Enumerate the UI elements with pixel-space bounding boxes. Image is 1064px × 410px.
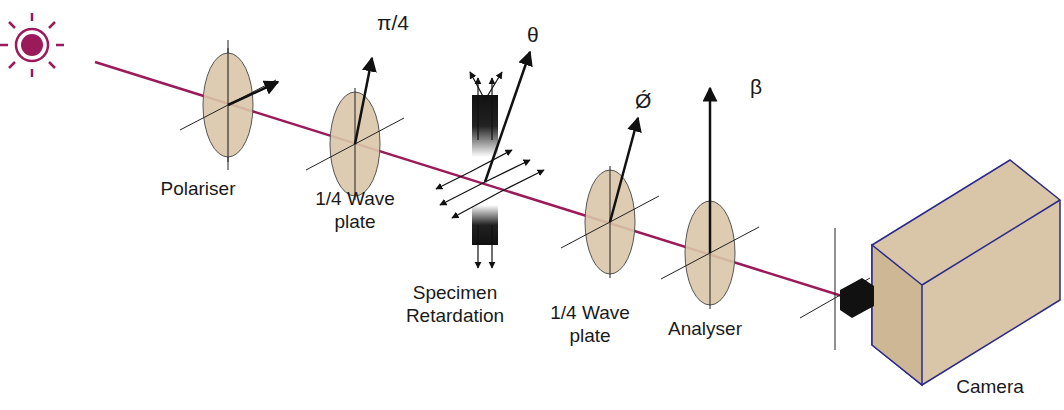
quarter-wave-plate xyxy=(561,118,659,278)
part-name: Polariser xyxy=(143,178,253,201)
angle-label: Ǿ xyxy=(635,88,665,113)
camera xyxy=(800,160,1060,385)
angle-label: π/4 xyxy=(377,10,417,35)
part-name: Camera xyxy=(945,376,1035,399)
light-source xyxy=(0,13,64,77)
part-name: Analyser xyxy=(655,318,755,341)
analyser-element xyxy=(661,88,759,309)
part-name: 1/4 Wave plate xyxy=(310,188,400,234)
angle-label: β xyxy=(750,74,780,99)
quarter-wave-plate xyxy=(306,58,404,200)
angle-label: θ xyxy=(527,22,557,47)
specimen xyxy=(436,52,544,268)
part-name: 1/4 Wave plate xyxy=(545,302,635,348)
part-name: Specimen Retardation xyxy=(390,282,520,328)
polariser-element xyxy=(180,40,278,170)
